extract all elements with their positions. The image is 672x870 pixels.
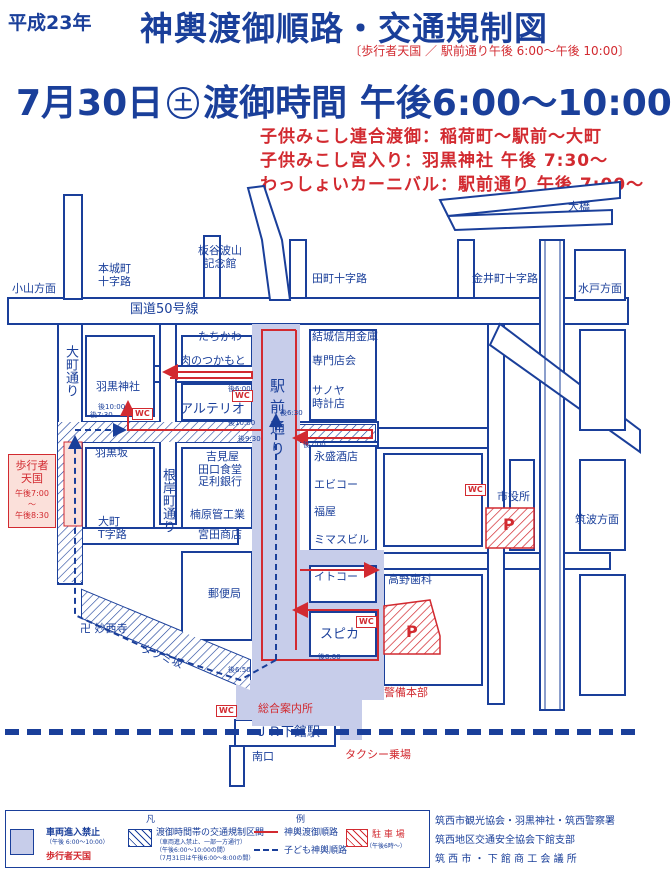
- legend-no-entry: 車両進入禁止: [46, 828, 101, 838]
- legend-restricted-note3: （7月31日は午後6:00〜8:00の間）: [156, 855, 255, 862]
- road-route50: [7, 297, 629, 325]
- time-marker: 後8:00: [318, 653, 341, 661]
- road-omachi-label: 大町通り: [63, 345, 78, 397]
- time-marker: 後6:30: [280, 409, 303, 417]
- pedestrian-title: 歩行者 天国: [15, 459, 49, 485]
- pedestrian-heaven-box: 歩行者 天国 午後7:00 〜 午後8:30: [8, 454, 56, 528]
- pedestrian-time: 午後7:00 〜 午後8:30: [15, 489, 49, 520]
- time-marker: 後6:00: [228, 385, 251, 393]
- landmark-takano: 高野歯科: [388, 573, 432, 586]
- landmark-haguro-shrine: 羽黒神社: [96, 380, 140, 393]
- legend-heading-right: 例: [296, 815, 306, 825]
- landmark-post: 郵便局: [208, 587, 241, 600]
- landmark-keibi: 警備本部: [384, 686, 428, 699]
- time-marker: 後10:00: [228, 419, 256, 427]
- landmark-miyata: 宮田商店: [198, 528, 242, 541]
- intersection-honjo: 本城町 十字路: [98, 262, 131, 288]
- landmark-tachikawa: たちかわ: [198, 330, 242, 343]
- landmark-senmon: 専門店会: [312, 354, 356, 367]
- legend-restricted-note2: （午後6:00〜10:00の間）: [156, 847, 229, 854]
- legend-swatch-kids: [254, 849, 278, 851]
- wc-icon: WC: [465, 484, 486, 496]
- route-map: [5, 180, 641, 787]
- wc-icon: WC: [232, 390, 253, 402]
- dir-ohashi: 大橋: [568, 200, 590, 213]
- schedule-weekday: 土: [167, 87, 200, 119]
- landmark-spica: スピカ: [320, 627, 360, 642]
- organizers: 筑西市観光協会・羽黒神社・筑西警察署 筑西地区交通安全協会下館支部 筑 西 市 …: [435, 812, 615, 869]
- legend-restricted-note1: （車両進入禁止、一部一方通行）: [156, 839, 247, 846]
- pedestrian-strip: [63, 441, 83, 527]
- landmark-ebicoh: エビコー: [314, 478, 358, 491]
- intersection-omachi-t: 大町 T字路: [98, 515, 127, 541]
- legend-parking: 駐 車 場: [372, 830, 405, 840]
- legend-swatch-restricted: [128, 829, 152, 847]
- landmark-myosaiji: 卍 妙西寺: [80, 622, 128, 635]
- time-marker: 後10:00: [98, 403, 126, 411]
- landmark-kusuhara: 楠原管工業: [190, 508, 245, 521]
- landmark-yuki-bank: 結城信用金庫: [312, 330, 378, 343]
- landmark-mimasu: ミマスビル: [314, 533, 369, 546]
- landmark-sanoya: サノヤ 時計店: [312, 384, 345, 410]
- legend-no-entry-time: （午後 6:00〜10:00）: [46, 839, 109, 846]
- landmark-nikuno: 肉のつかもと: [180, 354, 246, 367]
- wc-icon: WC: [132, 408, 153, 420]
- time-marker: 後7:00: [303, 441, 326, 449]
- legend-shrine-route: 神輿渡御順路: [284, 828, 339, 838]
- landmark-taguchi: 田口食堂: [198, 463, 242, 476]
- legend-kids-route: 子ども神輿順路: [284, 846, 348, 856]
- page-subtitle: 〔歩行者天国 ／ 駅前通り午後 6:00〜午後 10:00〕: [349, 44, 630, 58]
- landmark-itoko: イトコー: [314, 570, 358, 583]
- schedule-date: 7月30日: [16, 83, 164, 124]
- parking-icon: P: [503, 515, 515, 534]
- legend-restricted: 渡御時間帯の交通規制区間: [156, 828, 265, 838]
- parking-spica: [383, 599, 441, 655]
- legend-swatch-shrine: [254, 831, 278, 833]
- schedule-time: 渡御時間 午後6:00〜10:00: [203, 83, 672, 124]
- landmark-yoshimiya: 吉見屋: [206, 450, 239, 463]
- intersection-tadamachi: 田町十字路: [312, 272, 367, 285]
- dir-tsukuba: 筑波方面: [575, 513, 619, 526]
- landmark-fukuya: 福屋: [314, 505, 336, 518]
- organizer-line-3: 筑 西 市 ・ 下 館 商 工 会 議 所: [435, 854, 577, 865]
- legend-swatch-parking: [346, 829, 368, 847]
- intersection-kanai: 金井町十字路: [472, 272, 538, 285]
- landmark-nagamori: 永盛酒店: [314, 450, 358, 463]
- landmark-minamiguchi: 南口: [252, 750, 274, 763]
- legend: 凡 例 車両進入禁止 （午後 6:00〜10:00） 歩行者天国 渡御時間帯の交…: [5, 810, 430, 868]
- dir-oyama: 小山方面: [12, 282, 56, 295]
- legend-parking-time: （午後6時〜）: [366, 843, 406, 850]
- landmark-shiyakusho: 市役所: [497, 490, 530, 503]
- organizer-line-1: 筑西市観光協会・羽黒神社・筑西警察署: [435, 816, 615, 827]
- time-marker: 後9:30: [238, 435, 261, 443]
- legend-heading-left: 凡: [146, 815, 156, 825]
- time-marker: 後6:50: [228, 666, 251, 674]
- dir-mito: 水戸方面: [578, 282, 622, 295]
- event-line-2: 子供みこし宮入り：羽黒神社 午後 7:30〜: [260, 151, 609, 171]
- kids-route: [68, 413, 283, 682]
- legend-swatch-zone: [10, 829, 34, 855]
- time-marker: 後7:30: [90, 411, 113, 419]
- landmark-info: 総合案内所: [258, 702, 313, 715]
- event-line-1: 子供みこし連合渡御：稲荷町〜駅前〜大町: [260, 127, 602, 147]
- landmark-arterio: アルテリオ: [180, 402, 245, 417]
- road-route50-label: 国道50号線: [130, 302, 199, 317]
- legend-ped-heaven: 歩行者天国: [46, 852, 92, 862]
- parking-shiyakusho: [485, 507, 535, 549]
- road-negishi-label: 根岸町通り: [160, 468, 175, 533]
- road-ekimae-label: 駅前通り: [268, 378, 286, 462]
- parking-icon: P: [406, 622, 418, 641]
- shrine-route: [120, 329, 380, 661]
- schedule-line: 7月30日土渡御時間 午後6:00〜10:00: [16, 74, 672, 126]
- road-haguro-label: 羽黒坂: [95, 446, 128, 459]
- landmark-station: ＪＲ下館駅: [255, 725, 321, 740]
- year-label: 平成23年: [8, 12, 92, 34]
- landmark-itaya: 板谷波山 記念館: [198, 244, 242, 270]
- wc-icon: WC: [216, 705, 237, 717]
- wc-icon: WC: [356, 616, 377, 628]
- organizer-line-2: 筑西地区交通安全協会下館支部: [435, 835, 575, 846]
- page-title: 神輿渡御順路・交通規制図: [140, 9, 548, 48]
- landmark-taxi: タクシー乗場: [345, 748, 411, 761]
- landmark-ashikaga: 足利銀行: [198, 475, 242, 488]
